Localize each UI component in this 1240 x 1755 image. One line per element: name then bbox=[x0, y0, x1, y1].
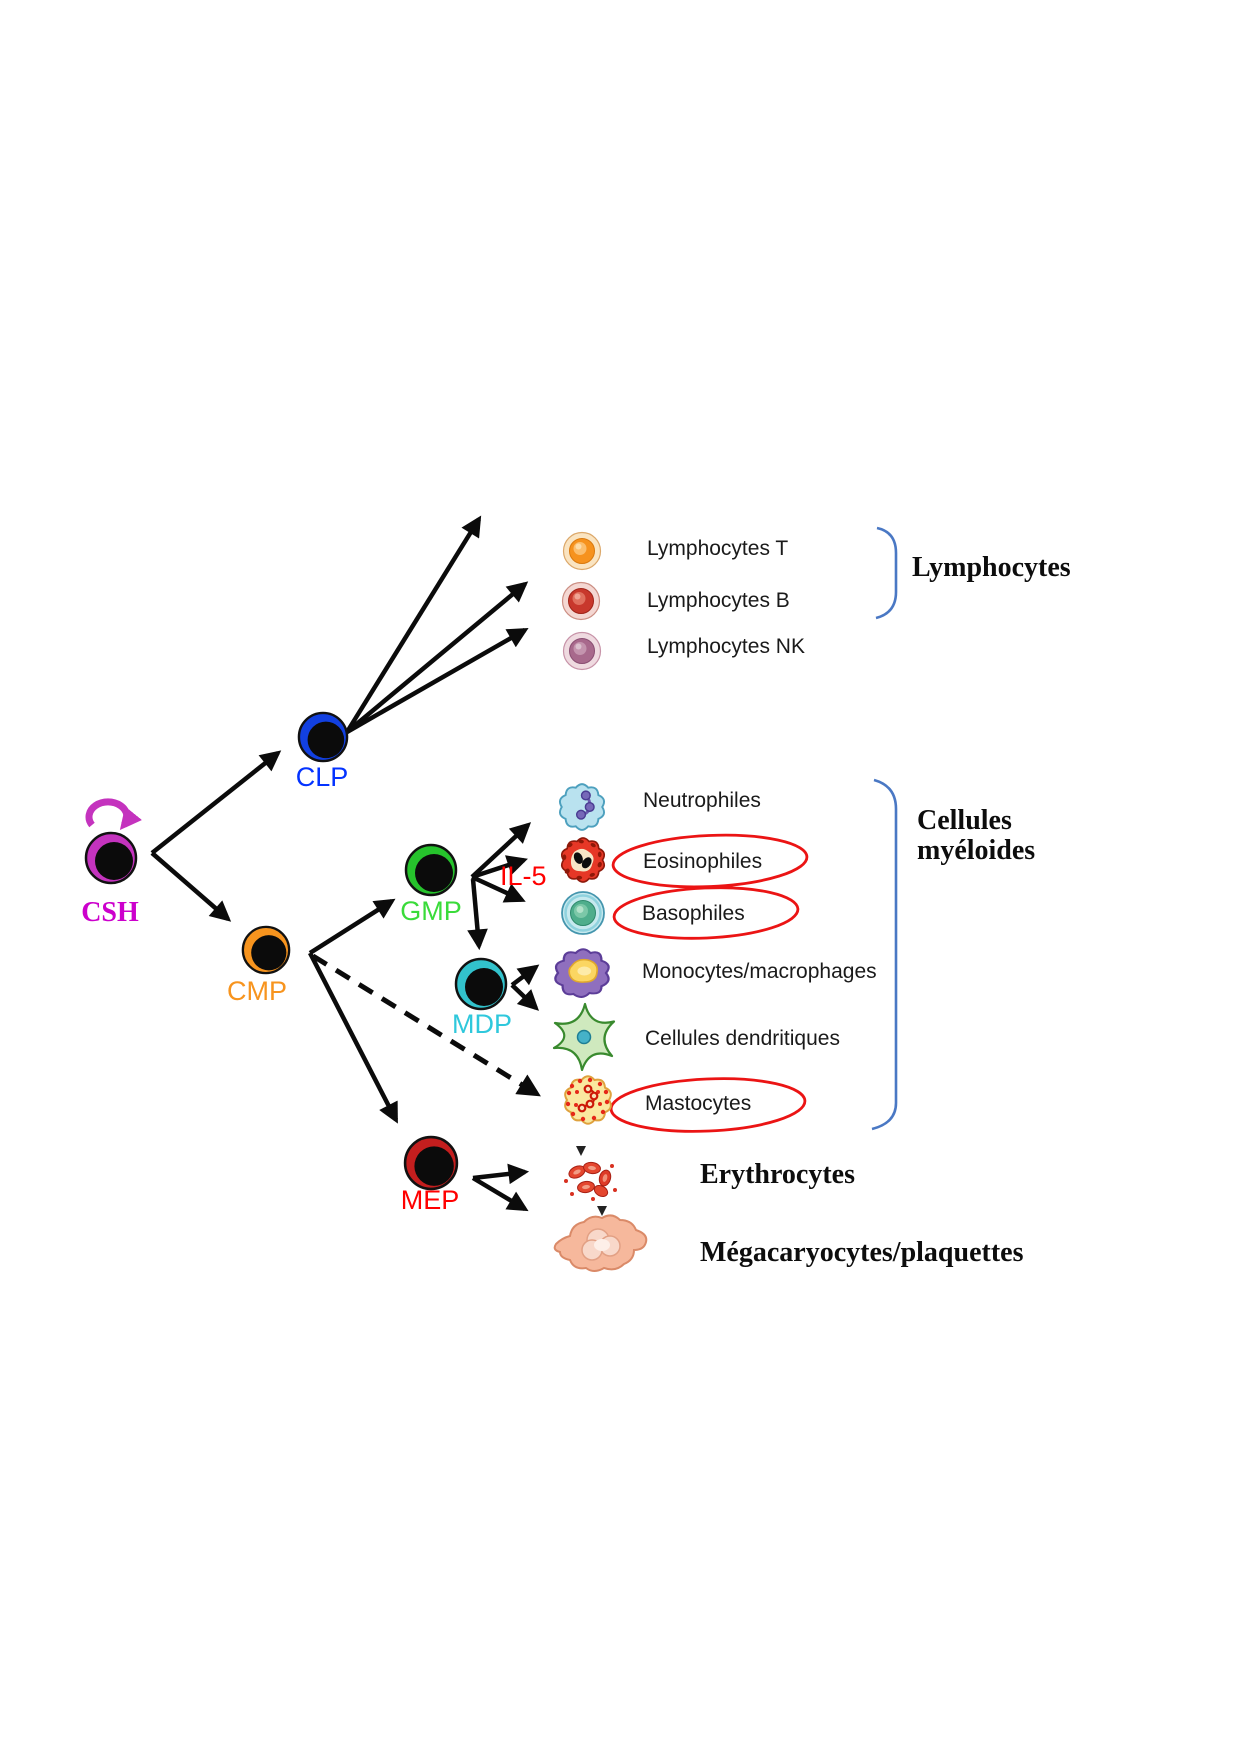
myeloid-title-line2: myéloides bbox=[917, 835, 1036, 866]
arrow-gmp-mdp bbox=[467, 878, 488, 951]
arrow-mdp-dendritic bbox=[510, 983, 539, 1011]
megakaryocytes-platelets-title: Mégacaryocytes/plaquettes bbox=[700, 1237, 1024, 1268]
self-renewal-arrow bbox=[85, 798, 142, 831]
arrow-clp-lymphocytes-t bbox=[345, 515, 482, 734]
dendritic-cell-icon bbox=[552, 1002, 616, 1071]
myeloid-title-line1: Cellules bbox=[917, 805, 1012, 836]
arrow-mep-megakaryocytes bbox=[471, 1176, 529, 1212]
arrow-csh-cmp bbox=[150, 851, 232, 922]
neutrophil-cell-icon bbox=[558, 783, 606, 831]
differentiation-arrows bbox=[150, 515, 541, 1212]
clp-label: CLP bbox=[295, 762, 349, 792]
arrow-cmp-mep bbox=[307, 951, 399, 1124]
highlight-ellipse-basophils bbox=[612, 886, 800, 940]
mast-cell-icon bbox=[564, 1075, 612, 1125]
nk-lymphocyte-cell-icon bbox=[562, 631, 602, 671]
mastocytes-label: Mastocytes bbox=[645, 1092, 752, 1115]
csh-label: CSH bbox=[81, 897, 139, 928]
eosinophil-cell-icon bbox=[560, 837, 606, 883]
t-lymphocyte-cell-icon bbox=[562, 531, 602, 571]
highlight-ellipse-mastocytes bbox=[609, 1077, 807, 1133]
arrow-gmp-neutrophils bbox=[470, 822, 532, 879]
lymphoid-group-title: Lymphocytes bbox=[912, 552, 1071, 583]
gmp-label: GMP bbox=[400, 896, 462, 926]
erythrocytes-title: Erythrocytes bbox=[700, 1159, 855, 1190]
b-lymphocyte-cell-icon bbox=[561, 581, 601, 621]
megakaryocyte-cell-icon bbox=[553, 1214, 648, 1272]
arrow-gmp-basophils bbox=[471, 874, 526, 903]
arrow-clp-lymphocytes-b bbox=[345, 581, 529, 734]
basophils-label: Basophiles bbox=[642, 902, 745, 925]
eosinophils-label: Eosinophiles bbox=[643, 850, 763, 873]
arrow-mdp-monocytes bbox=[510, 964, 540, 987]
arrow-gmp-eosinophils bbox=[471, 855, 528, 880]
stem-cell-icon bbox=[84, 831, 138, 885]
mep-label: MEP bbox=[400, 1185, 460, 1215]
lymphocytes-t-label: Lymphocytes T bbox=[647, 537, 789, 560]
mdp-label: MDP bbox=[452, 1009, 512, 1039]
lymphoid-bracket bbox=[875, 526, 898, 620]
arrow-cmp-gmp bbox=[308, 898, 396, 955]
basophil-cell-icon bbox=[561, 891, 605, 935]
erythrocytes-cluster-icon bbox=[564, 1161, 617, 1201]
lymphocytes-nk-label: Lymphocytes NK bbox=[647, 635, 805, 658]
mdp-cell-icon bbox=[454, 957, 508, 1011]
gmp-cell-icon bbox=[404, 843, 458, 897]
arrow-csh-clp bbox=[150, 750, 282, 855]
cmp-cell-icon bbox=[241, 925, 291, 975]
arrow-cmp-mastocytes-dashed bbox=[311, 953, 541, 1097]
neutrophils-label: Neutrophiles bbox=[643, 789, 761, 812]
small-arrow-megakaryocyte bbox=[597, 1206, 607, 1216]
monocytes-macrophages-label: Monocytes/macrophages bbox=[642, 960, 877, 983]
dendritic-cells-label: Cellules dendritiques bbox=[645, 1027, 840, 1050]
lymphocytes-b-label: Lymphocytes B bbox=[647, 589, 790, 612]
small-arrow-erythrocytes bbox=[576, 1146, 586, 1156]
il5-cytokine-label: IL-5 bbox=[500, 861, 547, 891]
cmp-label: CMP bbox=[227, 976, 287, 1006]
arrow-clp-lymphocytes-nk bbox=[345, 627, 529, 734]
clp-cell-icon bbox=[297, 711, 349, 763]
monocyte-macrophage-cell-icon bbox=[554, 948, 610, 998]
myeloid-bracket bbox=[871, 778, 898, 1131]
arrow-mep-erythrocytes bbox=[472, 1163, 530, 1185]
mep-cell-icon bbox=[403, 1135, 459, 1191]
myeloid-group-title: Cellules myéloides bbox=[917, 806, 1035, 866]
